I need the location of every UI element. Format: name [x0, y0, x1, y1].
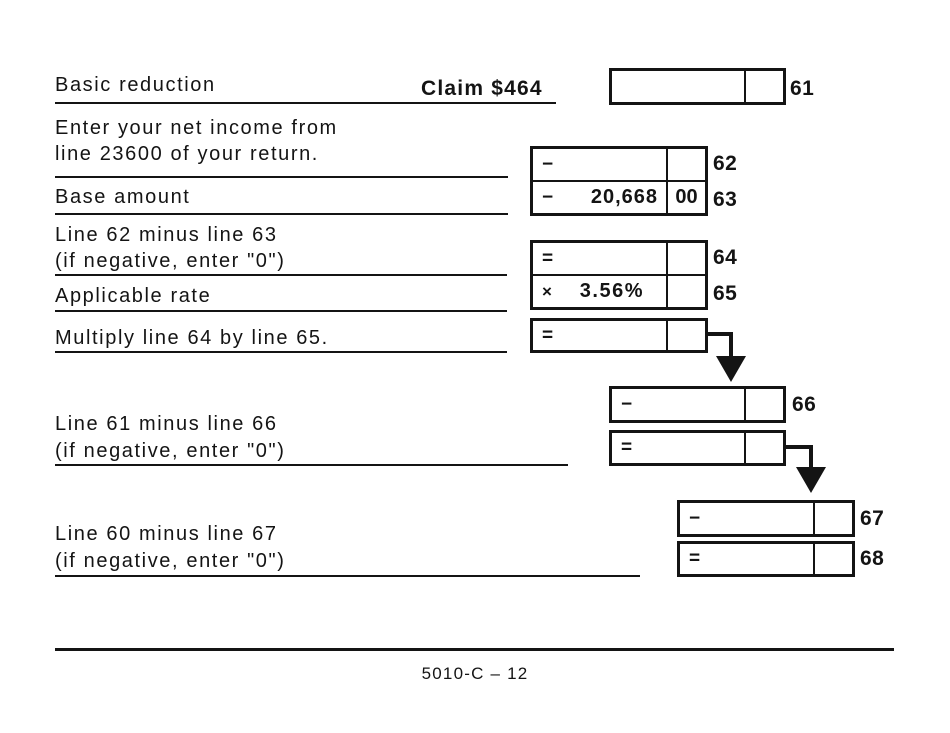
amount-field-66[interactable]: −: [612, 389, 744, 420]
cents-field-67-feed[interactable]: [744, 433, 783, 463]
line-number-62: 62: [713, 152, 738, 175]
amount-field-63: − 20,668: [533, 182, 666, 213]
amount-box-66-feed: =: [530, 318, 708, 353]
cents-field-66[interactable]: [744, 389, 783, 420]
amount-field-67[interactable]: −: [680, 503, 813, 534]
label-61-minus-66-line2: (if negative, enter "0"): [55, 440, 286, 462]
cents-field-66-feed[interactable]: [666, 321, 705, 350]
label-applicable-rate: Applicable rate: [55, 285, 212, 307]
label-basic-reduction: Basic reduction: [55, 74, 216, 96]
amount-row-63: − 20,668 00: [533, 180, 705, 213]
line-number-61: 61: [790, 77, 815, 100]
amount-row-62: −: [533, 149, 705, 180]
operator-63: −: [542, 186, 554, 208]
rule-62-minus-63: [55, 274, 507, 276]
label-60-minus-67-line2: (if negative, enter "0"): [55, 550, 286, 572]
label-base-amount: Base amount: [55, 186, 191, 208]
amount-value-65: 3.56%: [579, 280, 644, 302]
amount-row-64: =: [533, 243, 705, 274]
operator-64: =: [542, 247, 554, 269]
amount-field-65: × 3.56%: [533, 276, 666, 307]
rule-60-minus-67: [55, 575, 640, 577]
operator-67-feed: =: [621, 437, 633, 458]
amount-row-65: × 3.56%: [533, 274, 705, 307]
amount-box-67-feed: =: [609, 430, 786, 466]
amount-block-62-63: − − 20,668 00: [530, 146, 708, 216]
flow-arrow-down-1-icon: [707, 332, 746, 382]
amount-field-67-feed[interactable]: =: [612, 433, 744, 463]
amount-block-64-65: = × 3.56%: [530, 240, 708, 310]
label-62-minus-63-line2: (if negative, enter "0"): [55, 250, 286, 272]
cents-field-64[interactable]: [666, 243, 705, 274]
amount-box-66: −: [609, 386, 786, 423]
label-multiply-64-65: Multiply line 64 by line 65.: [55, 327, 329, 349]
operator-67: −: [689, 507, 701, 529]
amount-field-66-feed[interactable]: =: [533, 321, 666, 350]
cents-field-68[interactable]: [813, 544, 852, 574]
line-number-66: 66: [792, 393, 817, 416]
footer-rule: [55, 648, 894, 651]
label-net-income-line1: Enter your net income from: [55, 117, 338, 139]
label-net-income-line2: line 23600 of your return.: [55, 143, 319, 165]
rule-61-minus-66: [55, 464, 568, 466]
amount-field-61[interactable]: [612, 71, 744, 102]
cents-field-62[interactable]: [666, 149, 705, 180]
rule-base-amount: [55, 213, 508, 215]
rule-basic-reduction: [55, 102, 556, 104]
cents-value-63: 00: [675, 186, 698, 208]
cents-field-63: 00: [666, 182, 705, 213]
rule-multiply-64-65: [55, 351, 507, 353]
cents-field-65: [666, 276, 705, 307]
rule-net-income: [55, 176, 508, 178]
rule-applicable-rate: [55, 310, 507, 312]
line-number-65: 65: [713, 282, 738, 305]
line-number-67: 67: [860, 507, 885, 530]
footer-page-number: 5010-C – 12: [421, 664, 529, 683]
amount-box-61: [609, 68, 786, 105]
amount-field-64[interactable]: =: [533, 243, 666, 274]
cents-field-61[interactable]: [744, 71, 783, 102]
line-number-63: 63: [713, 188, 738, 211]
operator-68: =: [689, 548, 701, 569]
amount-box-68: =: [677, 541, 855, 577]
amount-field-62[interactable]: −: [533, 149, 666, 180]
amount-box-67: −: [677, 500, 855, 537]
claim-amount-label: Claim $464: [421, 77, 543, 100]
label-62-minus-63-line1: Line 62 minus line 63: [55, 224, 278, 246]
cents-field-67[interactable]: [813, 503, 852, 534]
operator-62: −: [542, 153, 554, 175]
line-number-64: 64: [713, 246, 738, 269]
label-61-minus-66-line1: Line 61 minus line 66: [55, 413, 278, 435]
amount-field-68[interactable]: =: [680, 544, 813, 574]
flow-arrow-down-2-icon: [785, 445, 826, 493]
operator-66: −: [621, 393, 633, 415]
operator-65: ×: [542, 281, 552, 301]
label-60-minus-67-line1: Line 60 minus line 67: [55, 523, 278, 545]
line-number-68: 68: [860, 547, 885, 570]
amount-value-63: 20,668: [590, 186, 658, 208]
operator-66-feed: =: [542, 324, 554, 346]
